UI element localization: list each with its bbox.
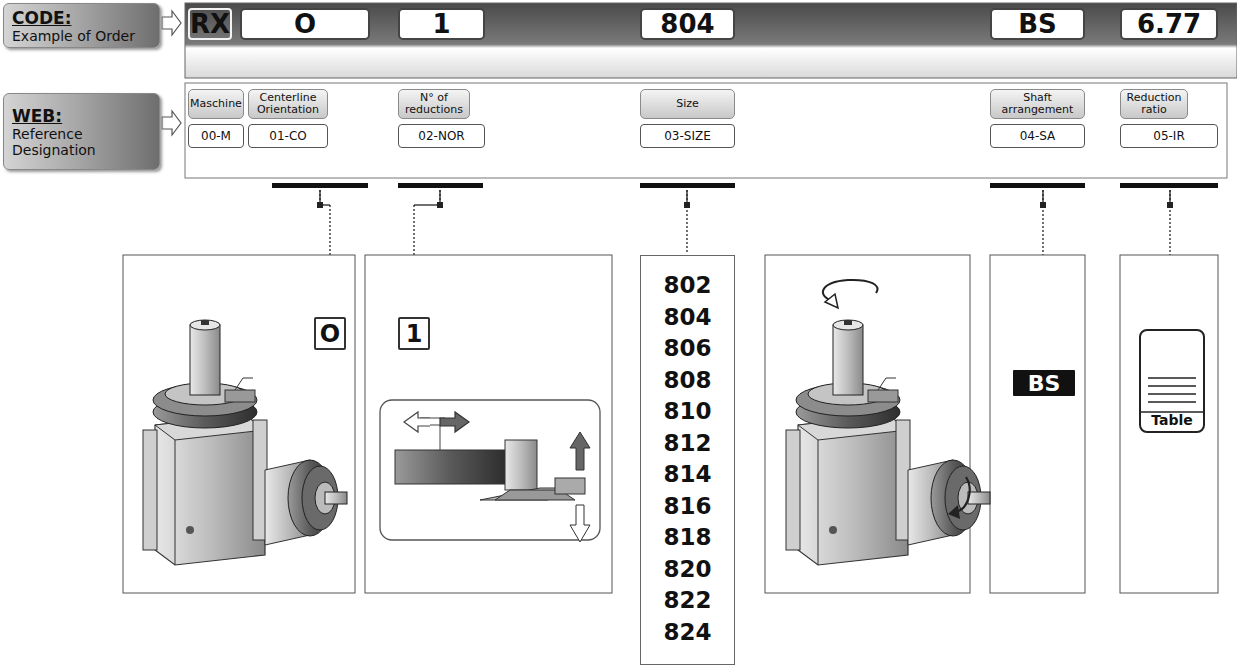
label-text: Maschine xyxy=(190,98,242,110)
label-text: 816 xyxy=(663,491,711,523)
label-text: Size xyxy=(676,98,699,110)
label-text: Shaft arrangement xyxy=(993,92,1082,116)
option-box: O xyxy=(314,317,346,350)
label-text: BS xyxy=(1028,371,1061,396)
label-text: 804 xyxy=(663,302,711,334)
option-box: 1 xyxy=(398,317,430,350)
label-text: 01-CO xyxy=(269,129,306,143)
label-text: 806 xyxy=(663,333,711,365)
field-code: 05-IR xyxy=(1120,124,1218,148)
label-text: 812 xyxy=(663,428,711,460)
label-text: WEB: xyxy=(12,106,62,126)
label-text: O xyxy=(294,9,316,39)
code-field: 804 xyxy=(640,8,735,40)
label-text: 824 xyxy=(663,617,711,649)
field-code: 02-NOR xyxy=(398,124,485,148)
label-text: 814 xyxy=(663,459,711,491)
machine-code: RX xyxy=(188,8,232,40)
field-label: Centerline Orientation xyxy=(248,89,328,119)
size-list: 802804806808810812814816818820822824 xyxy=(640,255,735,665)
label-text: 00-M xyxy=(201,129,231,143)
order-tag: CODE:Example of Order xyxy=(3,3,160,48)
label-text: 820 xyxy=(663,554,711,586)
field-code: 00-M xyxy=(188,124,244,148)
code-field: BS xyxy=(990,8,1085,40)
label-text: 808 xyxy=(663,365,711,397)
field-label: Size xyxy=(640,89,735,119)
label-text: 1 xyxy=(406,320,423,348)
label-text: 804 xyxy=(660,9,714,39)
field-label: Shaft arrangement xyxy=(990,89,1085,119)
field-label: Reduction ratio xyxy=(1120,89,1188,119)
label-text: RX xyxy=(190,9,230,39)
label-text: N° of reductions xyxy=(401,92,467,116)
label-text: CODE: xyxy=(12,8,71,28)
reference-tag: WEB:Reference Designation xyxy=(3,93,160,170)
option-badge: BS xyxy=(1013,370,1075,396)
label-text: Reduction ratio xyxy=(1123,92,1185,116)
label-text: 822 xyxy=(663,585,711,617)
label-text: 05-IR xyxy=(1153,129,1184,143)
label-text: Centerline Orientation xyxy=(251,92,325,116)
code-field: 6.77 xyxy=(1120,8,1218,40)
field-code: 04-SA xyxy=(990,124,1085,148)
label-text: 810 xyxy=(663,396,711,428)
label-text: 04-SA xyxy=(1020,129,1056,143)
label-text: BS xyxy=(1018,9,1057,39)
label-text: 03-SIZE xyxy=(664,129,711,143)
code-field: 1 xyxy=(398,8,485,40)
field-label: N° of reductions xyxy=(398,89,470,119)
label-text: 6.77 xyxy=(1137,9,1201,39)
label-text: 02-NOR xyxy=(418,129,464,143)
code-field: O xyxy=(240,8,370,40)
field-label: Maschine xyxy=(188,89,244,119)
label-text: Reference Designation xyxy=(12,126,151,158)
table-icon: Table xyxy=(1140,330,1204,432)
field-code: 03-SIZE xyxy=(640,124,735,148)
label-text: 802 xyxy=(663,270,711,302)
label-text: O xyxy=(320,320,340,348)
label-text: 818 xyxy=(663,522,711,554)
label-text: 1 xyxy=(432,9,450,39)
label-text: Table xyxy=(1151,412,1193,428)
label-text: Example of Order xyxy=(12,28,135,44)
field-code: 01-CO xyxy=(248,124,328,148)
